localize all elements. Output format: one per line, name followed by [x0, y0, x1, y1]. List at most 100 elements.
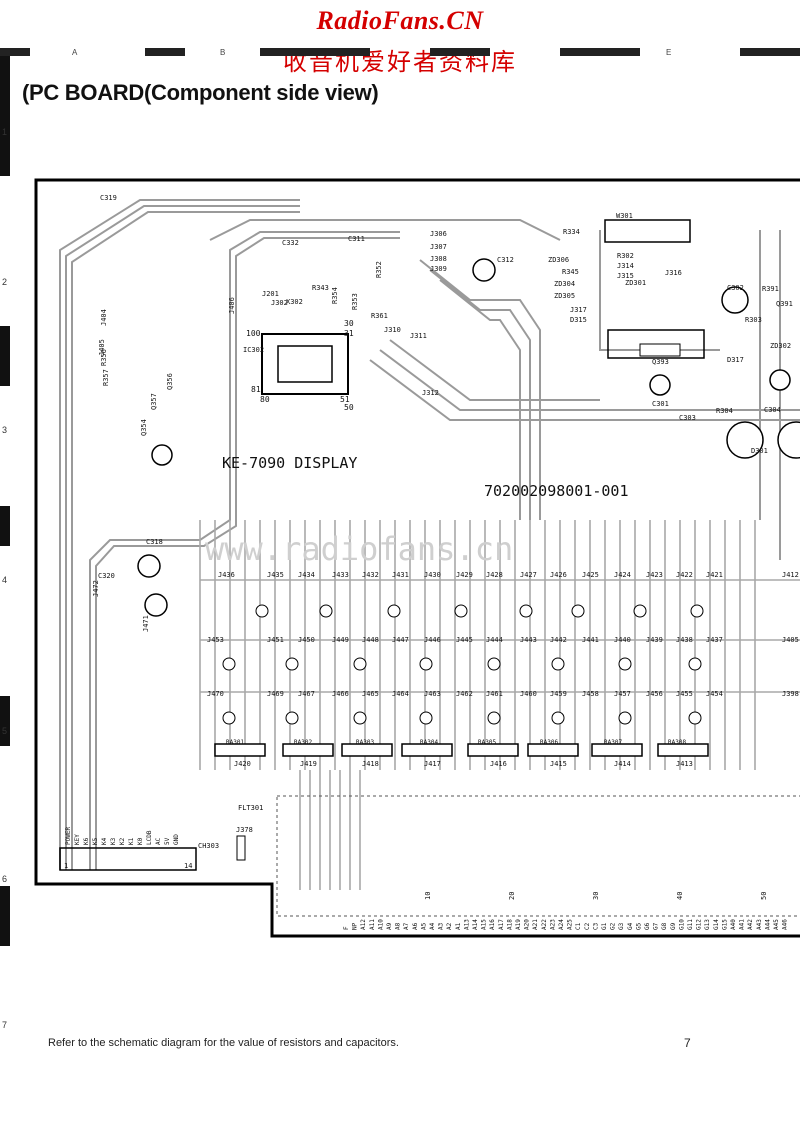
- pin-marker: 10: [424, 892, 432, 900]
- connector-pin-label: K6: [83, 837, 90, 845]
- jumper-label: J435: [267, 571, 284, 579]
- component-label: R302: [617, 252, 634, 260]
- component-label: C332: [282, 239, 299, 247]
- display-pin-label: G13: [704, 919, 711, 930]
- jumper-label: J416: [490, 760, 507, 768]
- component-label: R354: [331, 287, 339, 304]
- jumper-label: J426: [550, 571, 567, 579]
- component-label: C304: [764, 406, 781, 414]
- display-pin-label: A43: [756, 919, 763, 930]
- display-pin-label: A22: [541, 919, 548, 930]
- component-label: J310: [384, 326, 401, 334]
- component-label: R343: [312, 284, 329, 292]
- display-pin-label: A46: [782, 919, 789, 930]
- jumper-label: J432: [362, 571, 379, 579]
- connector-pin-label: LCDB: [146, 830, 153, 845]
- component-label: J472: [92, 580, 100, 597]
- display-pin-label: C1: [575, 922, 582, 930]
- board-title: KE-7090 DISPLAY: [222, 454, 357, 472]
- page-heading: (PC BOARD(Component side view): [22, 80, 379, 105]
- jumper-label: J436: [218, 571, 235, 579]
- component-label: D315: [570, 316, 587, 324]
- jumper-label: J465: [362, 690, 379, 698]
- component-label: Q356: [166, 373, 174, 390]
- component-label: J471: [142, 615, 150, 632]
- grid-row-number: 6: [2, 874, 8, 884]
- display-pin-label: G5: [635, 922, 642, 930]
- ic-pin-number: 50: [344, 403, 354, 412]
- display-pin-label: A17: [498, 919, 505, 930]
- display-pin-label: A3: [438, 922, 445, 930]
- w301-block: [604, 219, 691, 243]
- component-label: R303: [745, 316, 762, 324]
- display-pin-label: A44: [764, 919, 771, 930]
- component-label: ZD305: [554, 292, 575, 300]
- component-label: W301: [616, 212, 633, 220]
- pin-marker: 50: [760, 892, 768, 900]
- connector-pin-label: KEY: [74, 834, 81, 845]
- ch303-connector: [59, 847, 197, 871]
- display-pin-label: A5: [420, 922, 427, 930]
- jumper-label: J413: [676, 760, 693, 768]
- display-pin-label: G3: [618, 922, 625, 930]
- capacitor-cluster: [137, 258, 800, 617]
- display-pin-label: G1: [601, 922, 608, 930]
- connector-pin-first: 1: [64, 862, 68, 870]
- display-pin-label: G7: [653, 922, 660, 930]
- component-label: ZD306: [548, 256, 569, 264]
- jumper-label: J450: [298, 636, 315, 644]
- display-pin-label: F: [343, 926, 350, 930]
- component-label: R357: [102, 369, 110, 386]
- resistor-array-label: RA303: [356, 739, 374, 746]
- resistor-array-label: RA308: [668, 739, 686, 746]
- component-label: R304: [716, 407, 733, 415]
- component-label: J311: [410, 332, 427, 340]
- component-label: J316: [665, 269, 682, 277]
- jumper-label: J461: [486, 690, 503, 698]
- page-number: 7: [684, 1036, 691, 1050]
- display-pin-label: A12: [360, 919, 367, 930]
- jumper-label: J420: [234, 760, 251, 768]
- jumper-label: J428: [486, 571, 503, 579]
- transistor-array: [222, 604, 704, 725]
- component-label: J307: [430, 243, 447, 251]
- component-label: R356: [100, 349, 108, 366]
- component-label: C318: [146, 538, 163, 546]
- component-label: R353: [351, 293, 359, 310]
- display-pin-label: A15: [481, 919, 488, 930]
- component-label: R361: [371, 312, 388, 320]
- component-label: J309: [430, 265, 447, 273]
- grid-row-number: 5: [2, 726, 8, 736]
- jumper-label: J430: [424, 571, 441, 579]
- jumper-label: J441: [582, 636, 599, 644]
- jumper-label: J448: [362, 636, 379, 644]
- jumper-label: J437: [706, 636, 723, 644]
- jumper-label: J460: [520, 690, 537, 698]
- component-label: C302: [727, 284, 744, 292]
- display-pin-label: A18: [506, 919, 513, 930]
- board-outline: [34, 178, 800, 938]
- jumper-label: J457: [614, 690, 631, 698]
- component-label: Q357: [150, 393, 158, 410]
- component-label: ZD304: [554, 280, 575, 288]
- display-pin-label: G2: [610, 922, 617, 930]
- display-pin-label: A10: [377, 919, 384, 930]
- display-pin-label: G9: [670, 922, 677, 930]
- connector-pin-label: K2: [119, 837, 126, 845]
- display-pin-label: A9: [386, 922, 393, 930]
- jumper-label: J415: [550, 760, 567, 768]
- component-label: J404: [100, 309, 108, 326]
- display-pin-label: C3: [592, 922, 599, 930]
- jumper-label: J469: [267, 690, 284, 698]
- display-pin-label: A19: [515, 919, 522, 930]
- flt301-label: FLT301: [238, 804, 263, 812]
- display-pin-label: G15: [721, 919, 728, 930]
- jumper-label: J440: [614, 636, 631, 644]
- component-label: ZD302: [770, 342, 791, 350]
- jumper-label: J454: [706, 690, 723, 698]
- jumper-label: J417: [424, 760, 441, 768]
- row-registration-strip: [0, 56, 10, 946]
- jumper-label: J447: [392, 636, 409, 644]
- pin-marker: 30: [592, 892, 600, 900]
